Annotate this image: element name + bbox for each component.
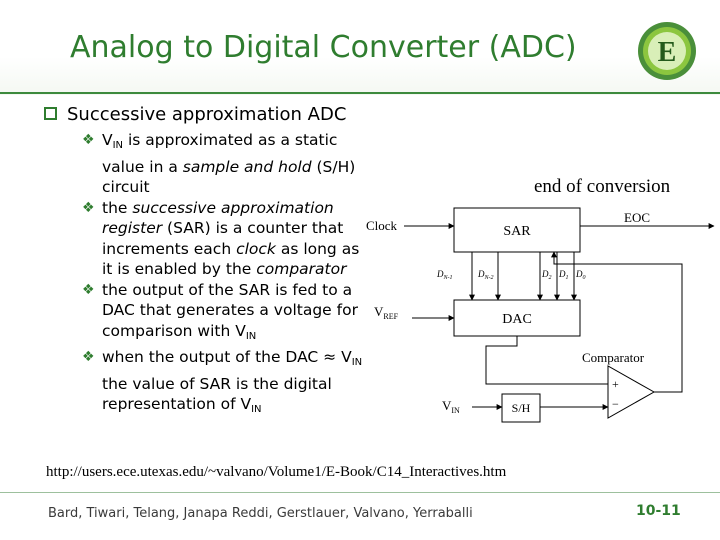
comparator-symbol	[607, 365, 656, 419]
comparator-plus: +	[612, 377, 619, 391]
sar-adc-diagram: SAR Clock EOC DN-1 DN-2 D2 D1 D0 DAC VRE…	[366, 207, 715, 423]
svg-text:E: E	[658, 37, 677, 68]
diamond-bullet-icon: ❖	[82, 132, 95, 148]
sub-bullet-2: ❖ the successive approximation register …	[82, 198, 360, 279]
sar-label: SAR	[503, 224, 531, 239]
header-background	[0, 0, 720, 95]
vin-label: VIN	[442, 398, 460, 415]
end-of-conversion-label: end of conversion	[534, 176, 671, 197]
dac-to-comparator-wire	[485, 336, 608, 385]
sub-bullet-list: ❖ VIN is approximated as a static value …	[82, 130, 372, 421]
main-bullet-text: Successive approximation ADC	[67, 104, 347, 125]
textbook-logo-icon: E	[638, 22, 696, 80]
bit-label-dn2: DN-2	[477, 269, 494, 281]
dac-label: DAC	[502, 312, 532, 327]
sub-bullet-1: ❖ VIN is approximated as a static value …	[82, 131, 356, 196]
header-divider	[0, 92, 720, 94]
sar-block	[453, 207, 581, 253]
comparator-label: Comparator	[582, 350, 645, 365]
main-bullet: Successive approximation ADC	[44, 104, 346, 125]
bit-label-d1: D1	[558, 269, 569, 281]
sample-hold-block	[501, 393, 541, 423]
footer-authors: Bard, Tiwari, Telang, Janapa Reddi, Gers…	[48, 506, 473, 521]
square-bullet-icon	[44, 107, 57, 120]
reference-url[interactable]: http://users.ece.utexas.edu/~valvano/Vol…	[46, 464, 507, 480]
eoc-label: EOC	[624, 210, 650, 225]
bit-label-d0: D0	[575, 269, 586, 281]
comparator-feedback-wire	[551, 251, 683, 393]
slide-title: Analog to Digital Converter (ADC)	[70, 30, 577, 65]
vref-label: VREF	[374, 304, 399, 321]
clock-label: Clock	[366, 218, 398, 233]
sample-hold-label: S/H	[512, 401, 531, 415]
footer-divider	[0, 492, 720, 493]
bit-label-dn1: DN-1	[436, 269, 453, 281]
bit-label-d2: D2	[541, 269, 552, 281]
diamond-bullet-icon: ❖	[82, 349, 95, 365]
comparator-minus: −	[612, 397, 619, 411]
diamond-bullet-icon: ❖	[82, 199, 95, 216]
sub-bullet-4: ❖ when the output of the DAC ≈ VIN the v…	[82, 348, 363, 415]
page-number: 10-11	[636, 503, 681, 519]
diamond-bullet-icon: ❖	[82, 281, 95, 298]
sub-bullet-3: ❖ the output of the SAR is fed to a DAC …	[82, 280, 358, 342]
